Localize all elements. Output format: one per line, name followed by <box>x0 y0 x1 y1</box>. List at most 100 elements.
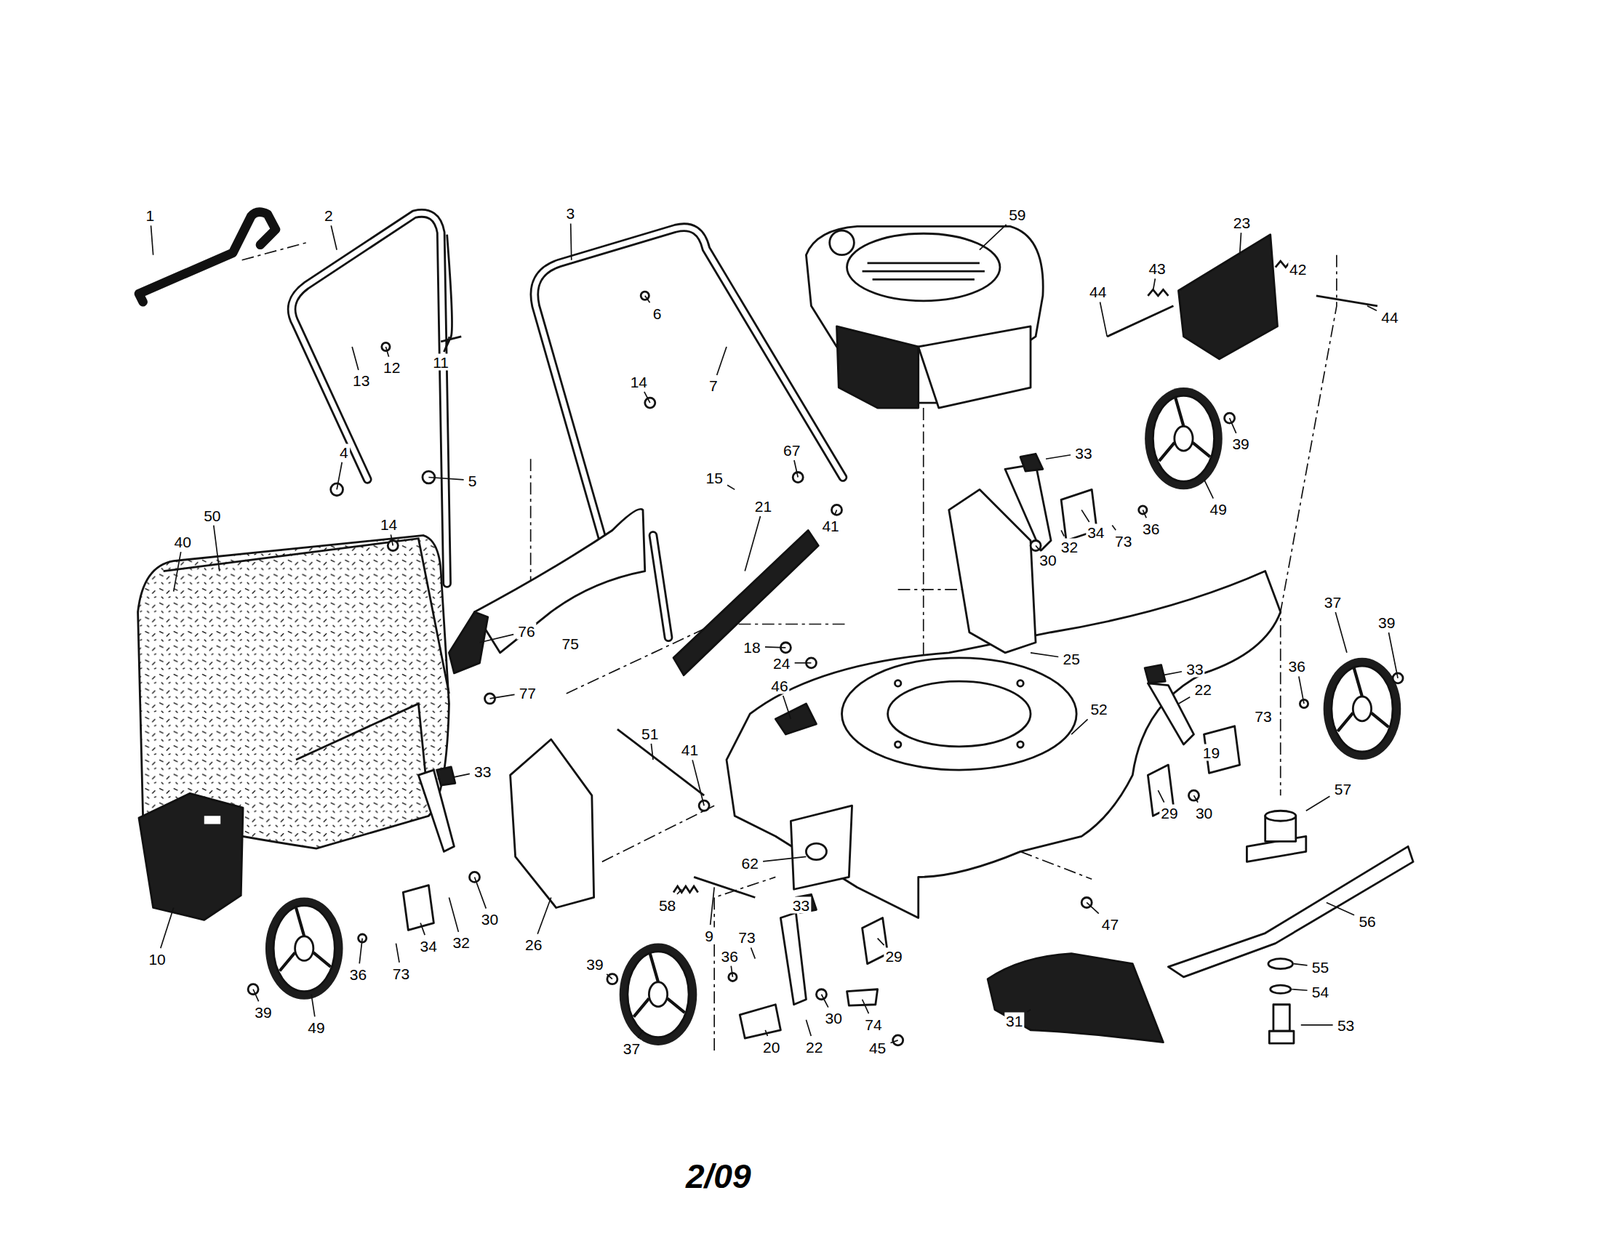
leader-line <box>1071 719 1088 735</box>
fasteners <box>248 291 1403 1046</box>
callout-number: 43 <box>1146 260 1167 278</box>
leader-line <box>1298 676 1304 704</box>
callout-number: 18 <box>741 638 762 656</box>
callout-number: 73 <box>1113 532 1134 550</box>
leader-line <box>420 923 425 936</box>
leader-line <box>151 225 154 255</box>
callout-number: 41 <box>680 741 700 759</box>
blade-assembly <box>1168 810 1414 1044</box>
leader-line <box>1178 697 1190 704</box>
handle-tubes <box>534 227 843 574</box>
handle-tubes <box>653 535 669 638</box>
fasteners <box>816 989 827 1000</box>
leader-line <box>645 296 651 304</box>
callout-number: 56 <box>1357 912 1377 930</box>
handle-tubes <box>291 213 448 584</box>
assembly-lines <box>602 805 715 862</box>
fasteners <box>387 540 398 551</box>
callout-number: 29 <box>883 947 904 965</box>
callout-number: 29 <box>1159 805 1179 822</box>
mower-deck <box>805 843 827 860</box>
callout-number: 9 <box>703 927 715 944</box>
mower-deck <box>775 704 816 735</box>
fasteners <box>831 504 842 515</box>
leader-line <box>1306 796 1331 811</box>
leader-line <box>717 346 727 376</box>
height-adjusters <box>402 885 434 931</box>
handle-tubes <box>138 212 276 303</box>
callout-number: 77 <box>517 684 538 702</box>
callout-number: 32 <box>450 934 471 952</box>
engine <box>805 226 1043 408</box>
engine <box>862 263 985 280</box>
leader-line <box>1162 672 1182 676</box>
leader-line <box>1086 902 1099 914</box>
leader-line <box>1367 306 1377 311</box>
leader-line <box>637 1030 643 1039</box>
leader-line <box>1229 418 1237 434</box>
wheels <box>265 897 344 1000</box>
leader-line <box>311 994 315 1018</box>
callout-number: 33 <box>1073 444 1094 462</box>
fasteners <box>1030 540 1041 551</box>
leader-line <box>1061 530 1064 536</box>
callout-number: 39 <box>1376 613 1397 631</box>
callout-number: 14 <box>629 373 649 390</box>
handle-tubes <box>291 213 448 584</box>
leader-line <box>1081 509 1090 523</box>
callout-number: 42 <box>1288 261 1308 278</box>
callout-number: 37 <box>621 1040 642 1058</box>
leader-line <box>834 509 838 515</box>
leader-line <box>1035 546 1040 550</box>
callout-number: 32 <box>1059 538 1080 556</box>
rods-and-springs <box>617 729 1164 1043</box>
leader-line <box>160 908 174 950</box>
leader-line <box>352 346 359 371</box>
height-adjusters <box>1147 683 1194 745</box>
height-adjusters <box>780 913 806 1006</box>
callout-number: 36 <box>1287 658 1307 675</box>
leader-line <box>783 696 792 720</box>
callout-number: 4 <box>338 443 350 461</box>
leader-line <box>650 744 654 760</box>
leader-line <box>448 897 459 932</box>
rear-flap <box>1147 289 1168 296</box>
callout-number: 19 <box>1201 744 1222 762</box>
callout-number: 21 <box>753 497 774 515</box>
wheels <box>1144 387 1223 490</box>
callout-number: 13 <box>351 372 371 390</box>
leader-line <box>805 1020 811 1037</box>
callout-number: 22 <box>1193 681 1214 699</box>
callout-number: 25 <box>1061 650 1082 668</box>
leader-line <box>1142 509 1147 518</box>
leader-line <box>1204 479 1214 499</box>
leader-line <box>677 889 682 895</box>
engine <box>829 230 855 256</box>
mower-deck <box>1017 741 1024 748</box>
callout-number: 39 <box>1230 435 1251 453</box>
callout-number: 73 <box>391 965 411 982</box>
callout-number: 73 <box>1253 707 1273 725</box>
engine <box>847 233 1000 302</box>
callout-number: 46 <box>769 677 790 694</box>
grass-bag <box>138 535 450 920</box>
callout-number: 52 <box>1088 701 1109 718</box>
callout-number: 58 <box>657 896 678 914</box>
height-adjusters <box>437 767 456 786</box>
callout-number: 33 <box>472 762 493 780</box>
leader-line <box>1045 455 1071 460</box>
rods-and-springs <box>987 954 1163 1043</box>
rods-and-springs <box>693 877 755 898</box>
callout-number: 73 <box>736 929 757 947</box>
callout-number: 40 <box>172 533 192 551</box>
leader-line <box>730 966 733 978</box>
callout-number: 6 <box>651 304 664 322</box>
callout-number: 30 <box>1194 805 1214 822</box>
leader-line <box>537 897 552 934</box>
rear-flap <box>1106 234 1378 360</box>
leader-line <box>794 460 798 478</box>
rear-flap <box>1106 296 1378 337</box>
